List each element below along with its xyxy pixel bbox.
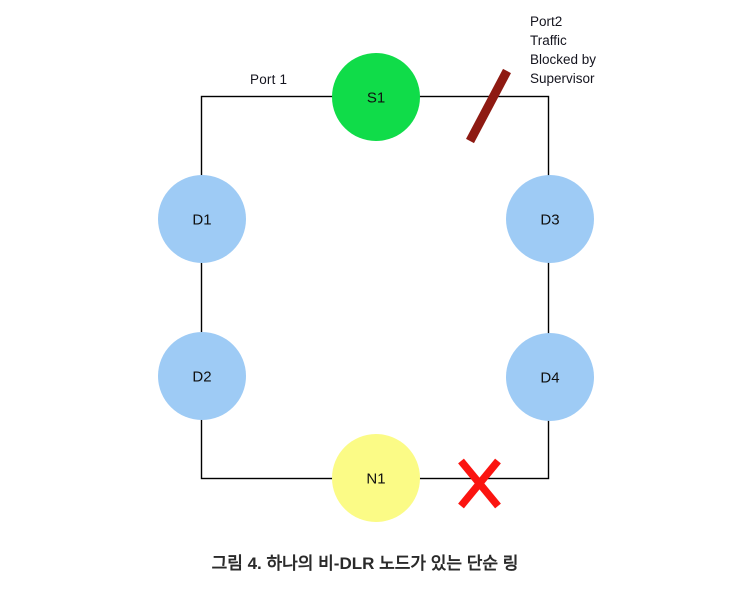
fault-x-stroke-2 <box>458 458 501 509</box>
port2-blocked-note: Port2 Traffic Blocked by Supervisor <box>530 12 596 88</box>
port1-label: Port 1 <box>250 72 288 87</box>
port2-note-line-4: Supervisor <box>530 71 595 86</box>
node-d1: D1 <box>158 175 246 263</box>
node-d2-circle <box>158 332 246 420</box>
node-d3: D3 <box>506 175 594 263</box>
node-d3-circle <box>506 175 594 263</box>
node-d1-label: D1 <box>192 211 211 228</box>
node-n1: N1 <box>332 434 420 522</box>
node-n1-label: N1 <box>366 470 385 487</box>
node-s1-circle <box>332 53 420 141</box>
port2-note-line-2: Traffic <box>530 33 567 48</box>
node-d4-label: D4 <box>540 369 559 386</box>
fault-x-icon <box>458 458 501 509</box>
node-s1: S1 <box>332 53 420 141</box>
node-d4: D4 <box>506 333 594 421</box>
ring-link-rect <box>200 95 550 480</box>
port2-note-line-1: Port2 <box>530 14 563 29</box>
node-d3-label: D3 <box>540 211 559 228</box>
node-d1-circle <box>158 175 246 263</box>
node-s1-label: S1 <box>367 89 385 106</box>
node-d2-label: D2 <box>192 368 211 385</box>
figure-caption: 그림 4. 하나의 비-DLR 노드가 있는 단순 링 <box>211 554 519 573</box>
node-d4-circle <box>506 333 594 421</box>
node-d2: D2 <box>158 332 246 420</box>
node-n1-circle <box>332 434 420 522</box>
port2-note-line-3: Blocked by <box>530 52 597 67</box>
blocked-slash-icon <box>466 68 511 144</box>
